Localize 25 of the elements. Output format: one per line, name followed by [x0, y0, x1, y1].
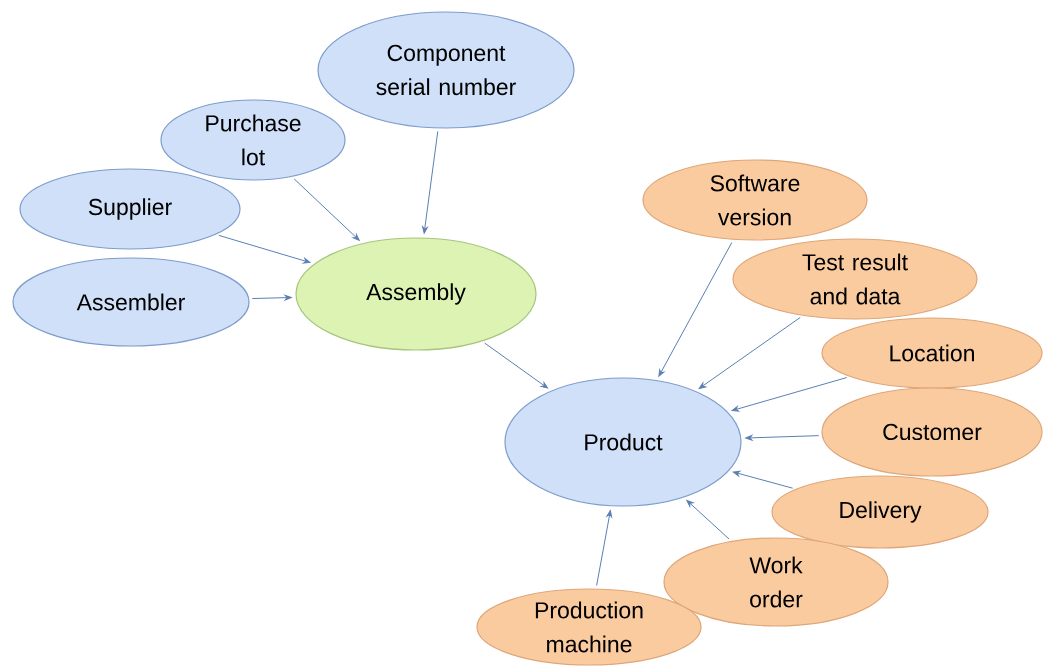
ellipse-node: Assembly — [295, 237, 537, 351]
ellipse-node: Software version — [642, 159, 868, 241]
ellipse-node: Work order — [663, 537, 889, 627]
ellipse-node: Production machine — [476, 588, 702, 666]
arrow — [293, 178, 360, 241]
ellipse-node: Component serial number — [317, 11, 575, 129]
arrow — [686, 499, 730, 540]
arrow — [596, 510, 613, 586]
arrow — [251, 294, 292, 301]
ellipse-node: Delivery — [771, 475, 989, 549]
ellipse-node: Product — [504, 377, 742, 507]
ellipse-node: Supplier — [19, 168, 241, 250]
arrow — [745, 434, 820, 441]
ellipse-node: Location — [821, 317, 1043, 389]
arrow — [698, 316, 801, 389]
arrow — [732, 470, 794, 489]
ellipse-node: Assembler — [12, 257, 250, 347]
arrow — [422, 130, 439, 234]
ellipse-node: Customer — [821, 387, 1043, 477]
arrow — [731, 377, 848, 412]
arrow — [218, 234, 311, 264]
ellipse-node: Test result and data — [732, 238, 978, 320]
arrow — [484, 342, 549, 389]
arrow — [658, 241, 733, 377]
ellipse-node: Purchase lot — [160, 99, 346, 181]
